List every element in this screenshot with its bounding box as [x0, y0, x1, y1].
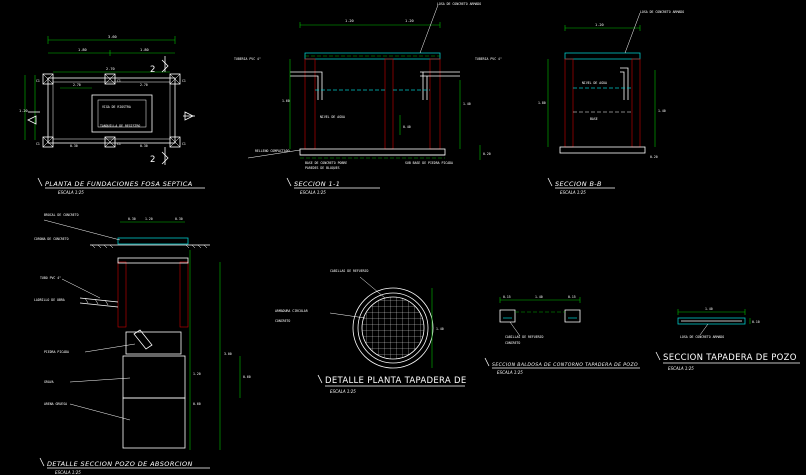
bal-title: SECCION BALDOSA DE CONTORNO TAPADERA DE …	[492, 362, 638, 368]
sec11-dim-h: 1.60	[282, 99, 290, 103]
pozo-label-piedra: PIEDRA PICADA	[44, 350, 69, 354]
planta-scale: ESCALA 1:25	[58, 190, 84, 195]
bal-dim-c: 0.15	[568, 295, 576, 299]
planta-fundaciones-view: 3.60 1.80 1.80 2.70 1.20 C1 C1 C1 C1 C1	[19, 35, 205, 195]
sec11-dim-top-b: 1.20	[405, 19, 414, 23]
planta-dim-left: 2.70	[73, 83, 81, 87]
col-label-4: C1	[36, 142, 40, 146]
tap-scale: ESCALA 1:25	[330, 389, 356, 394]
sec11-label-pipe-out: TUBERIA PVC 4"	[475, 57, 502, 61]
planta-dim-bottom-b: 0.30	[140, 144, 148, 148]
pozo-absorcion-view: 0.30 1.20 0.30 BROCAL DE CONCRETO CORONA…	[34, 213, 251, 475]
tap-label-cabillas: CABILLAS DE REFUERZO	[330, 269, 368, 273]
bal-label-concreto: CONCRETO	[505, 341, 520, 345]
planta-dim-inner: 2.70	[106, 67, 115, 71]
pozo-dim-top-b: 1.20	[145, 217, 153, 221]
section-mark-top: 2	[150, 65, 156, 75]
sec11-dim-top-a: 1.20	[345, 19, 354, 23]
pozo-label-brocal: BROCAL DE CONCRETO	[44, 213, 79, 217]
col-label-6: C1	[182, 142, 186, 146]
pozo-title: DETALLE SECCION POZO DE ABSORCION	[47, 460, 193, 468]
tap-label-concreto: CONCRETO	[275, 319, 290, 323]
sec11-label-base: BASE DE CONCRETO POBRE	[305, 161, 347, 165]
seccion-b-b-view: 1.20 LOSA DE CONCRETO ARMADO NIVEL DE AG…	[538, 10, 684, 195]
pozo-dim-top-c: 0.30	[175, 217, 183, 221]
planta-dim-right: 2.70	[140, 83, 148, 87]
secbb-dim-base: 0.20	[650, 155, 658, 159]
secbb-dim-h: 1.80	[538, 101, 546, 105]
taps-dim-thick: 0.10	[752, 320, 760, 324]
pozo-dim-mid: 1.20	[193, 372, 201, 376]
planta-dim-vert: 1.20	[19, 109, 28, 113]
pozo-dim-grava: 0.60	[243, 375, 251, 379]
pozo-label-tubo: TUBO PVC 4"	[40, 276, 61, 280]
bal-dim-b: 1.40	[535, 295, 543, 299]
pozo-scale: ESCALA 1:25	[55, 470, 81, 475]
pozo-label-ladrillo: LADRILLO DE OBRA	[34, 298, 65, 302]
planta-label-tanquilla: TANQUILLA DE REGISTRO	[100, 124, 140, 128]
secbb-dim-h2: 1.40	[658, 109, 666, 113]
tap-title: DETALLE PLANTA TAPADERA DE	[325, 376, 467, 386]
taps-scale: ESCALA 1:25	[668, 366, 694, 371]
col-label-5: C1	[117, 142, 121, 146]
sec11-title: SECCION 1-1	[294, 180, 340, 188]
secbb-title: SECCION B-B	[555, 180, 602, 188]
secbb-dim-top: 1.20	[595, 23, 604, 27]
col-label-1: C1	[36, 79, 40, 83]
planta-title: PLANTA DE FUNDACIONES FOSA SEPTICA	[45, 180, 193, 188]
section-marker-arrows: 2 2	[27, 56, 195, 165]
col-label-3: C1	[182, 79, 186, 83]
planta-dim-b: 1.80	[140, 48, 149, 52]
sec11-dim-h2: 1.40	[463, 102, 471, 106]
planta-dim-a: 1.80	[78, 48, 87, 52]
pozo-dim-top-a: 0.30	[128, 217, 136, 221]
pozo-label-grava: GRAVA	[44, 380, 54, 384]
bal-dim-a: 0.15	[503, 295, 511, 299]
sec11-label-relleno: RELLENO COMPACTADO	[255, 149, 290, 153]
planta-dimensions: 3.60 1.80 1.80 2.70 1.20	[19, 35, 176, 140]
tap-dim-diam: 1.40	[436, 327, 444, 331]
planta-dim-total: 3.60	[108, 35, 117, 39]
taps-title: SECCION TAPADERA DE POZO	[663, 353, 797, 363]
sec11-label-paredes: PAREDES DE BLOQUES	[305, 166, 340, 170]
pozo-label-corona: CORONA DE CONCRETO	[34, 237, 69, 241]
sec11-label-subbase: SUB BASE DE PIEDRA PICADA	[405, 161, 453, 165]
bal-scale: ESCALA 1:25	[497, 370, 523, 375]
sec11-dim-inner: 0.40	[403, 125, 411, 129]
bal-label-cabillas: CABILLAS DE REFUERZO	[505, 335, 543, 339]
planta-label-viga: VIGA DE RIOSTRA	[102, 105, 131, 109]
tapadera-planta-view: 1.40 CABILLAS DE REFUERZO ARMADURA CIRCU…	[275, 269, 467, 394]
tap-label-armadura: ARMADURA CIRCULAR	[275, 309, 308, 313]
sec11-label-pipe-in: TUBERIA PVC 4"	[234, 57, 261, 61]
taps-label-losa: LOSA DE CONCRETO ARMADO	[680, 335, 724, 339]
sec11-dim-base: 0.20	[483, 152, 491, 156]
pozo-label-arena: ARENA GRUESA	[44, 402, 67, 406]
planta-dim-bottom-a: 0.30	[70, 144, 78, 148]
secbb-label-nivel: NIVEL DE AGUA	[582, 81, 607, 85]
col-label-2: C1	[117, 79, 121, 83]
planta-columns: C1 C1 C1 C1 C1 C1	[36, 73, 186, 148]
section-mark-bottom: 2	[150, 155, 156, 165]
tapadera-seccion-view: 1.40 0.10 LOSA DE CONCRETO ARMADO SECCIO…	[655, 307, 800, 371]
baldosa-seccion-view: 0.15 1.40 0.15 CABILLAS DE REFUERZO CONC…	[484, 295, 640, 375]
sec11-scale: ESCALA 1:25	[300, 190, 326, 195]
sec11-label-losa: LOSA DE CONCRETO ARMADO	[437, 2, 481, 6]
sec11-label-nivel: NIVEL DE AGUA	[320, 115, 345, 119]
secbb-label-losa: LOSA DE CONCRETO ARMADO	[640, 10, 684, 14]
seccion-1-1-view: 1.20 1.20 LOSA DE CONCRETO ARMADO TUBERI…	[234, 2, 502, 195]
taps-dim-width: 1.40	[705, 307, 713, 311]
secbb-label-base: BASE	[590, 117, 598, 121]
pozo-dim-arena: 0.60	[193, 402, 201, 406]
pozo-dim-total: 3.00	[224, 352, 232, 356]
secbb-scale: ESCALA 1:25	[560, 190, 586, 195]
